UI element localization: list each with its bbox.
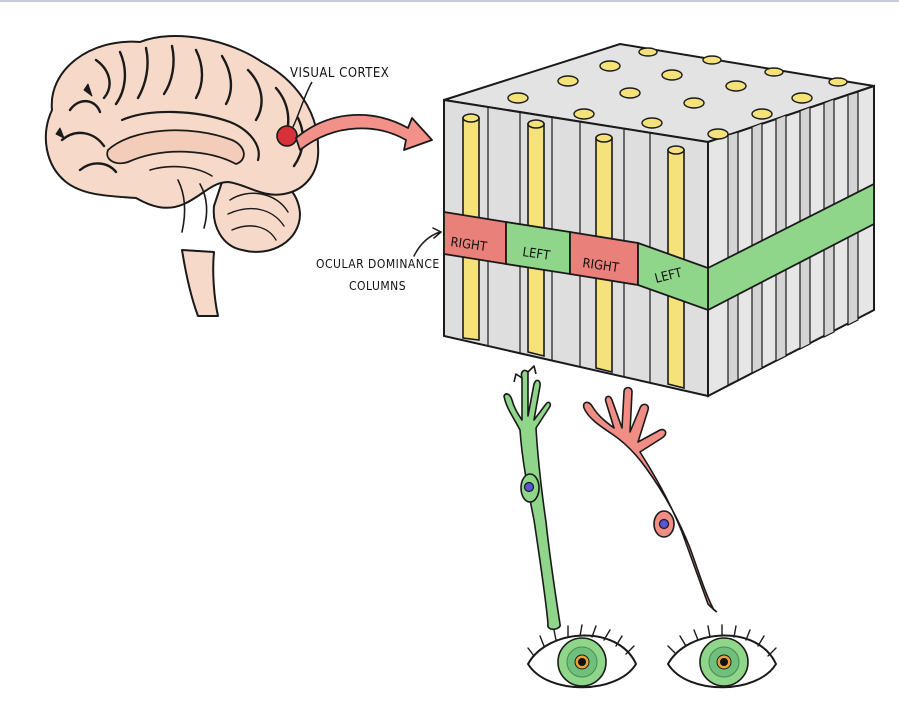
column-tops bbox=[507, 47, 848, 140]
right-neuron-nucleus bbox=[658, 518, 670, 530]
left-neuron-nucleus bbox=[523, 481, 535, 493]
curved-arrow-icon bbox=[295, 114, 433, 151]
band-right-1-label: RIGHT bbox=[449, 235, 488, 255]
band-left-1-label: LEFT bbox=[521, 245, 551, 264]
ocular-dominance-label-line2: COLUMNS bbox=[349, 279, 406, 293]
right-eye-neuron bbox=[582, 386, 718, 613]
right-eye-icon bbox=[666, 624, 778, 689]
ocular-dominance-arrow bbox=[413, 227, 443, 257]
band-left-2-label: LEFT bbox=[653, 265, 684, 286]
band-left-2 bbox=[637, 241, 709, 312]
cortex-block: RIGHT LEFT RIGHT LEFT bbox=[443, 42, 875, 398]
top-border bbox=[0, 0, 899, 2]
ocular-dominance-label-line1: OCULAR DOMINANCE bbox=[316, 257, 440, 271]
visual-cortex-marker bbox=[276, 125, 298, 147]
visual-cortex-label: VISUAL CORTEX bbox=[290, 66, 389, 81]
band-right-2-label: RIGHT bbox=[581, 256, 620, 276]
left-eye-icon bbox=[526, 624, 638, 689]
left-eye-neuron bbox=[503, 365, 561, 631]
visual-cortex-leader bbox=[292, 81, 313, 128]
brain-sagittal-icon bbox=[44, 35, 320, 317]
